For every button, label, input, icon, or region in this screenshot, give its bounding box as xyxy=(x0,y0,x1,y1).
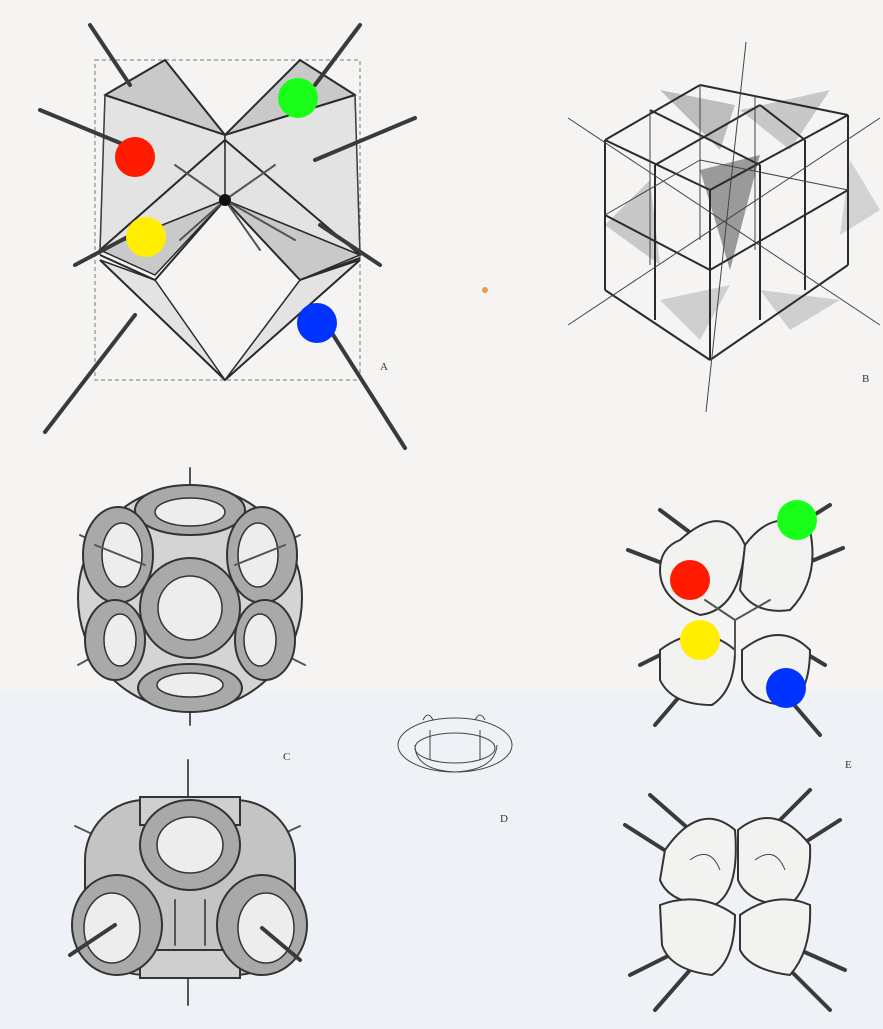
panel-b-label: B xyxy=(862,373,869,385)
marker-red xyxy=(115,137,155,177)
panel-c-label: C xyxy=(283,751,290,763)
panel-e-label: E xyxy=(845,759,852,771)
marker-yellow xyxy=(126,217,166,257)
panel-a-rod xyxy=(45,315,135,432)
panel-b-shade xyxy=(605,180,660,265)
panel-b-shade xyxy=(840,160,880,235)
marker-green xyxy=(278,78,318,118)
panel-c-center-ring-inner xyxy=(158,576,222,640)
panel-d-label: D xyxy=(500,813,508,825)
panel-c-ring-inner xyxy=(104,614,136,666)
panel-a-rod xyxy=(315,25,360,85)
panel-b-shade xyxy=(760,290,840,330)
panel-a-rod xyxy=(330,330,405,448)
panel-c-ring-inner xyxy=(155,498,225,526)
panel-a-center-node xyxy=(219,194,231,206)
panel-a-octahedron-model: A xyxy=(40,25,415,448)
panel-a-rod xyxy=(90,25,130,85)
panel-a-label: A xyxy=(380,361,388,373)
panel-b-cube-lattice: B xyxy=(568,42,880,412)
panel-c2-ring-inner xyxy=(238,893,294,963)
panel-b-shade xyxy=(740,90,830,150)
panel-b-shade xyxy=(660,285,730,340)
marker-yellow xyxy=(680,620,720,660)
panel-c2-ring-inner xyxy=(157,817,223,873)
panel-c-ring-inner xyxy=(244,614,276,666)
marker-blue xyxy=(297,303,337,343)
marker-blue xyxy=(766,668,806,708)
marker-red xyxy=(670,560,710,600)
marker-green xyxy=(777,500,817,540)
panel-c-ring-inner xyxy=(157,673,223,697)
orange-dot xyxy=(482,287,488,293)
